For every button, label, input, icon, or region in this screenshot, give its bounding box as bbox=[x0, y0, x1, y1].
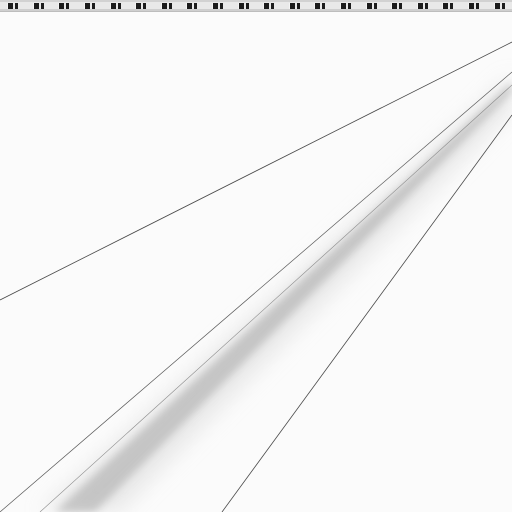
facade-window bbox=[84, 3, 90, 9]
facade-window-pane bbox=[118, 3, 121, 9]
facade-window-pane bbox=[92, 3, 95, 9]
facade-window bbox=[33, 3, 39, 9]
facade-window-pane bbox=[450, 3, 453, 9]
facade-window bbox=[314, 3, 320, 9]
facade-window bbox=[391, 3, 397, 9]
facade-cornice bbox=[0, 0, 512, 2]
facade-window-pane bbox=[41, 3, 44, 9]
facade-window bbox=[263, 3, 269, 9]
middle-perspective-line bbox=[0, 71, 512, 512]
crease-shadow-core bbox=[55, 82, 512, 512]
crease-shadow-band bbox=[40, 75, 512, 512]
facade-window-pane bbox=[169, 3, 172, 9]
upper-perspective-line bbox=[0, 41, 512, 301]
facade-window-pane bbox=[425, 3, 428, 9]
facade-window-pane bbox=[476, 3, 479, 9]
building-facade-strip bbox=[0, 0, 512, 12]
facade-window bbox=[442, 3, 448, 9]
facade-window bbox=[366, 3, 372, 9]
facade-window bbox=[58, 3, 64, 9]
facade-window-pane bbox=[297, 3, 300, 9]
facade-window bbox=[238, 3, 244, 9]
facade-window bbox=[212, 3, 218, 9]
facade-window-pane bbox=[322, 3, 325, 9]
facade-window-pane bbox=[399, 3, 402, 9]
facade-window-pane bbox=[220, 3, 223, 9]
facade-base bbox=[0, 9, 512, 11]
facade-window bbox=[186, 3, 192, 9]
facade-window bbox=[7, 3, 13, 9]
facade-window-pane bbox=[66, 3, 69, 9]
facade-window-pane bbox=[271, 3, 274, 9]
facade-window bbox=[468, 3, 474, 9]
facade-window bbox=[110, 3, 116, 9]
facade-window bbox=[135, 3, 141, 9]
facade-window bbox=[417, 3, 423, 9]
facade-window-pane bbox=[374, 3, 377, 9]
facade-window bbox=[161, 3, 167, 9]
facade-window-pane bbox=[246, 3, 249, 9]
facade-window-pane bbox=[348, 3, 351, 9]
facade-window bbox=[289, 3, 295, 9]
lower-perspective-line bbox=[221, 114, 512, 512]
crease-edge-line bbox=[39, 84, 512, 512]
facade-window-pane bbox=[143, 3, 146, 9]
facade-window-pane bbox=[194, 3, 197, 9]
facade-window bbox=[340, 3, 346, 9]
facade-window-pane bbox=[15, 3, 18, 9]
facade-window bbox=[494, 3, 500, 9]
facade-window-pane bbox=[502, 3, 505, 9]
